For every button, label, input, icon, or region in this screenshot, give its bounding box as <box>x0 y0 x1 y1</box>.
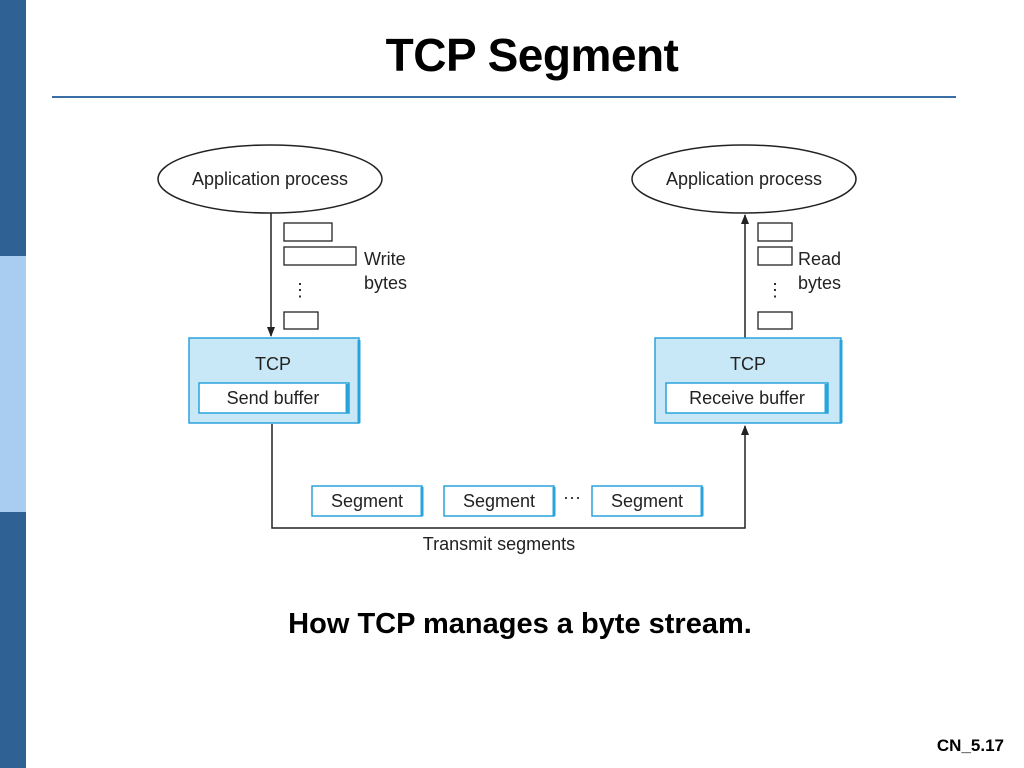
receive-buffer-label: Receive buffer <box>689 388 805 408</box>
segment-label: Segment <box>463 491 535 511</box>
slide-number: CN_5.17 <box>936 736 1004 755</box>
read-byte-block <box>757 246 793 266</box>
receive-buffer-box <box>665 382 829 414</box>
sidebar-highlight-band <box>0 256 26 512</box>
transmit-connector <box>271 424 749 529</box>
sender-process-ellipse <box>157 144 383 214</box>
figure-caption: How TCP manages a byte stream. <box>288 608 752 640</box>
receiver-side: Application process ⋮ Read bytes TCP Rec… <box>631 144 857 424</box>
write-byte-block <box>283 222 333 242</box>
receiver-process-label: Application process <box>666 169 822 189</box>
write-vertical-ellipsis: ⋮ <box>291 280 309 300</box>
bytes-label: bytes <box>364 273 407 293</box>
segment-label: Segment <box>611 491 683 511</box>
write-byte-block <box>283 246 357 266</box>
write-label: Write <box>364 249 406 269</box>
receiver-tcp-label: TCP <box>730 354 766 374</box>
receiver-process-ellipse <box>631 144 857 214</box>
sender-side: Application process ⋮ Write bytes TCP Se… <box>157 144 407 424</box>
write-byte-block <box>283 311 319 330</box>
title-divider <box>52 96 956 98</box>
sender-tcp-label: TCP <box>255 354 291 374</box>
slide-title: TCP Segment <box>385 29 679 81</box>
read-byte-block <box>757 311 793 330</box>
segment-box <box>591 485 703 517</box>
read-label: Read <box>798 249 841 269</box>
transmission-path: Segment Segment ··· Segment Transmit seg… <box>271 424 749 554</box>
segment-label: Segment <box>331 491 403 511</box>
transmit-segments-label: Transmit segments <box>423 534 575 554</box>
segment-box <box>443 485 555 517</box>
segment-box <box>311 485 423 517</box>
sender-process-label: Application process <box>192 169 348 189</box>
bytes-label: bytes <box>798 273 841 293</box>
read-vertical-ellipsis: ⋮ <box>766 280 784 300</box>
send-buffer-box <box>198 382 350 414</box>
segment-ellipsis: ··· <box>563 487 581 507</box>
send-buffer-label: Send buffer <box>227 388 320 408</box>
read-byte-block <box>757 222 793 242</box>
